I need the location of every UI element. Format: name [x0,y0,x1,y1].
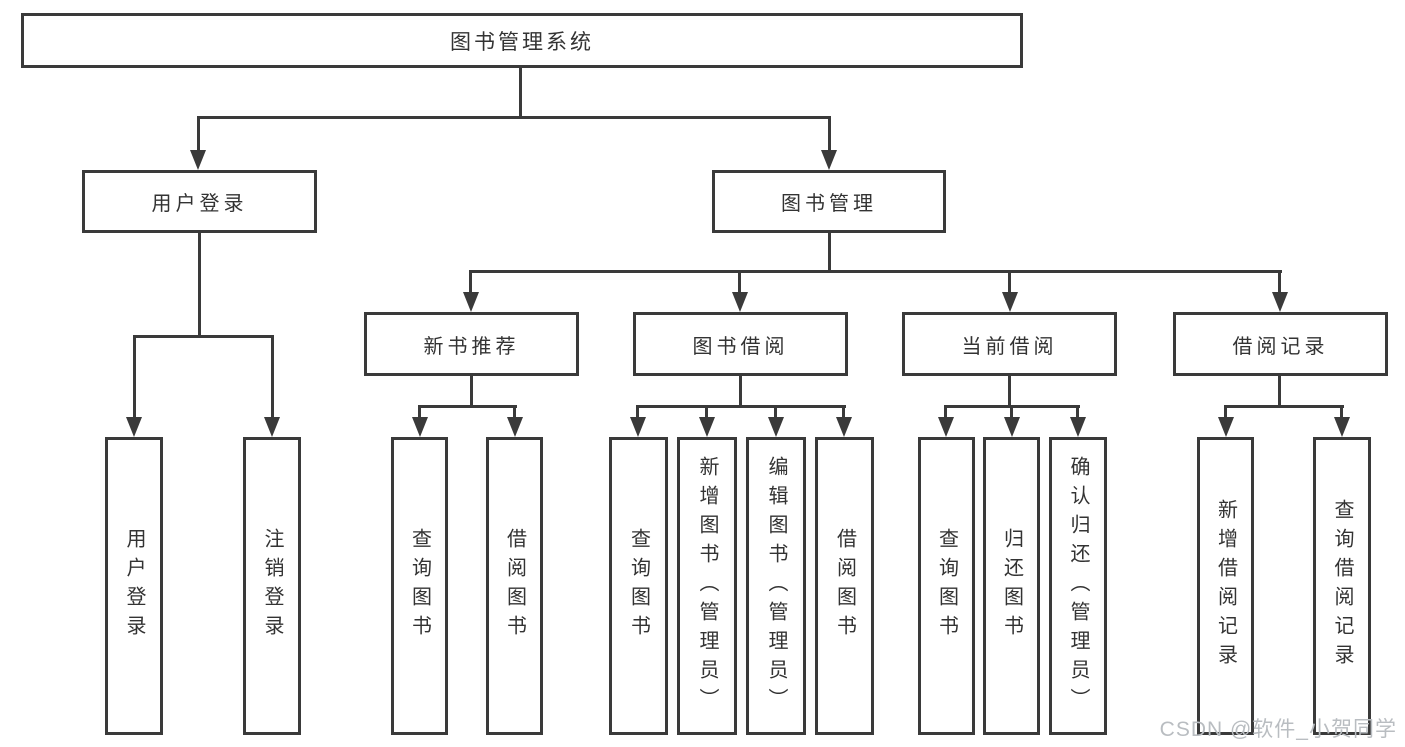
connector-line [1340,405,1343,419]
leaf-edit-book-admin: 编辑图书（管理员） [746,437,806,735]
leaf-query-books-2: 查询图书 [609,437,668,735]
leaf-confirm-return-admin: 确认归还（管理员） [1049,437,1107,735]
arrow-down-icon [1272,292,1288,312]
leaf-edit-book-admin-label: 编辑图书（管理员） [765,455,787,717]
connector-line [636,405,846,408]
connector-line [738,270,741,296]
connector-line [705,405,708,419]
leaf-user-login-label: 用户登录 [123,528,145,644]
arrow-down-icon [938,417,954,437]
connector-line [1278,375,1281,408]
connector-line [1008,376,1011,408]
arrow-down-icon [126,417,142,437]
arrow-down-icon [1070,417,1086,437]
arrow-down-icon [507,417,523,437]
arrow-down-icon [768,417,784,437]
arrow-down-icon [1004,417,1020,437]
csdn-watermark: CSDN @软件_小贺同学 [1159,718,1397,741]
connector-line [1008,270,1011,296]
connector-line [197,116,831,119]
arrow-down-icon [1218,417,1234,437]
node-book-borrowing: 图书借阅 [633,312,848,376]
leaf-borrow-books-1-label: 借阅图书 [503,528,526,644]
leaf-add-book-admin-label: 新增图书（管理员） [696,455,718,717]
connector-line [828,116,831,153]
connector-line [513,405,516,419]
leaf-borrow-books-2-label: 借阅图书 [833,528,856,644]
leaf-logout-label: 注销登录 [261,528,283,644]
connector-line [944,405,947,419]
connector-line [1224,405,1227,419]
leaf-query-books-3-label: 查询图书 [935,528,958,644]
leaf-add-borrow-record: 新增借阅记录 [1197,437,1254,735]
arrow-down-icon [463,292,479,312]
connector-line [418,405,421,419]
leaf-query-books-2-label: 查询图书 [627,528,650,644]
node-current-borrowing: 当前借阅 [902,312,1117,376]
leaf-add-borrow-record-label: 新增借阅记录 [1214,499,1237,673]
connector-line [1278,270,1281,296]
connector-line [739,376,742,408]
leaf-return-books-label: 归还图书 [1000,528,1023,644]
leaf-borrow-books-1: 借阅图书 [486,437,543,735]
leaf-query-borrow-record-label: 查询借阅记录 [1331,499,1353,673]
node-new-book-recommend: 新书推荐 [364,312,579,376]
arrow-down-icon [1002,292,1018,312]
connector-line [470,376,473,408]
node-user-login: 用户登录 [82,170,317,233]
connector-line [197,116,200,153]
arrow-down-icon [699,417,715,437]
leaf-query-books-3: 查询图书 [918,437,975,735]
connector-line [198,233,201,338]
arrow-down-icon [821,150,837,170]
connector-line [842,405,845,419]
connector-line [1010,405,1013,419]
arrow-down-icon [412,417,428,437]
connector-line [469,270,472,296]
leaf-query-borrow-record: 查询借阅记录 [1313,437,1371,735]
node-book-management: 图书管理 [712,170,946,233]
arrow-down-icon [264,417,280,437]
connector-line [828,233,831,273]
arrow-down-icon [190,150,206,170]
connector-line [1076,405,1079,419]
connector-line [469,270,1282,273]
node-borrowing-records: 借阅记录 [1173,312,1388,376]
leaf-borrow-books-2: 借阅图书 [815,437,874,735]
connector-line [774,405,777,419]
leaf-return-books: 归还图书 [983,437,1040,735]
leaf-user-login: 用户登录 [105,437,163,735]
connector-line [418,405,517,408]
leaf-query-books-1: 查询图书 [391,437,448,735]
leaf-add-book-admin: 新增图书（管理员） [677,437,737,735]
arrow-down-icon [1334,417,1350,437]
node-root-library-system: 图书管理系统 [21,13,1023,68]
leaf-query-books-1-label: 查询图书 [408,528,431,644]
connector-line [133,335,274,338]
connector-line [133,335,136,421]
connector-line [1224,405,1344,408]
leaf-confirm-return-admin-label: 确认归还（管理员） [1067,455,1089,717]
arrow-down-icon [836,417,852,437]
connector-line [519,68,522,119]
arrow-down-icon [732,292,748,312]
connector-line [636,405,639,419]
connector-line [271,335,274,421]
leaf-logout: 注销登录 [243,437,301,735]
arrow-down-icon [630,417,646,437]
